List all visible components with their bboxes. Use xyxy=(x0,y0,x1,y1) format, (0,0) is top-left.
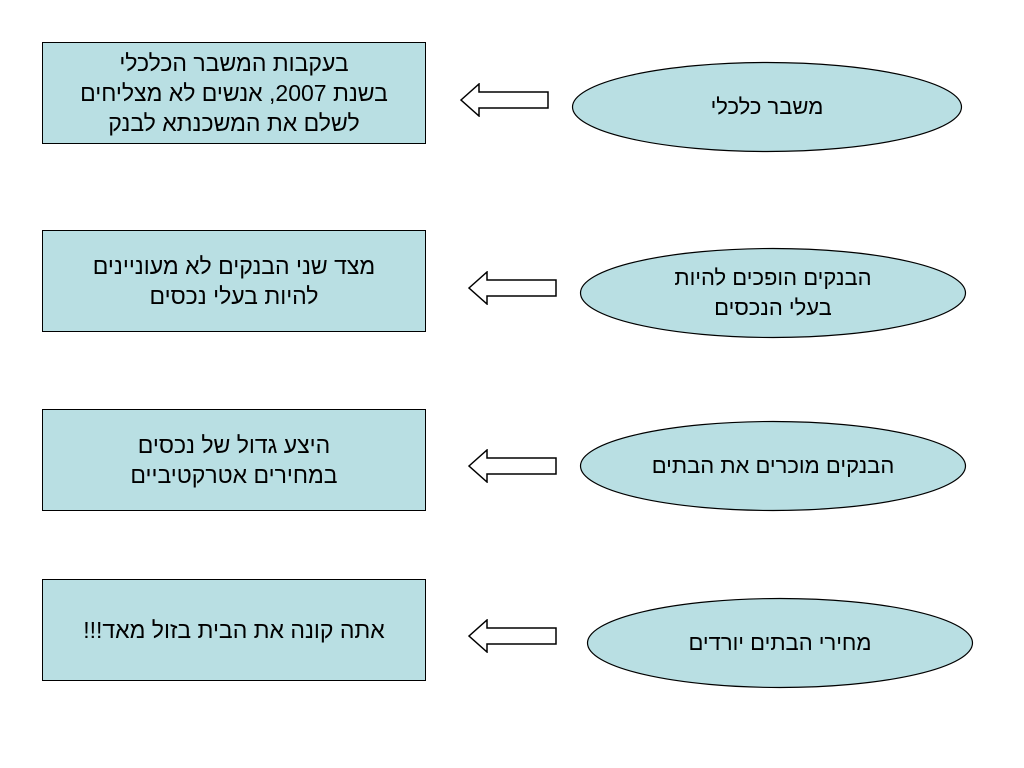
left-arrow-icon xyxy=(468,449,557,483)
cause-text: הבנקים הופכים להיות בעלי הנכסים xyxy=(674,265,872,320)
effect-text: היצע גדול של נכסים במחירים אטרקטיביים xyxy=(130,432,338,488)
effect-text: מצד שני הבנקים לא מעוניינים להיות בעלי נ… xyxy=(92,253,376,309)
ellipse-shape xyxy=(586,597,974,689)
effect-box: בעקבות המשבר הכלכלי בשנת 2007, אנשים לא … xyxy=(42,42,426,144)
cause-text: משבר כלכלי xyxy=(710,94,824,119)
cause-ellipse: הבנקים הופכים להיות בעלי הנכסים xyxy=(579,247,967,339)
left-arrow-icon xyxy=(460,83,549,117)
cause-text: מחירי הבתים יורדים xyxy=(688,630,872,655)
cause-ellipse: מחירי הבתים יורדים xyxy=(586,597,974,689)
effect-box: היצע גדול של נכסים במחירים אטרקטיביים xyxy=(42,409,426,511)
effect-text: בעקבות המשבר הכלכלי בשנת 2007, אנשים לא … xyxy=(80,50,388,136)
ellipse-shape xyxy=(579,420,967,512)
effect-box: מצד שני הבנקים לא מעוניינים להיות בעלי נ… xyxy=(42,230,426,332)
left-arrow-icon xyxy=(468,271,557,305)
ellipse-shape xyxy=(571,61,963,153)
cause-text: הבנקים מוכרים את הבתים xyxy=(651,453,895,478)
cause-ellipse: משבר כלכלי xyxy=(571,61,963,153)
effect-text: אתה קונה את הבית בזול מאד!!! xyxy=(83,617,385,643)
ellipse-shape xyxy=(579,247,967,339)
cause-ellipse: הבנקים מוכרים את הבתים xyxy=(579,420,967,512)
effect-box: אתה קונה את הבית בזול מאד!!! xyxy=(42,579,426,681)
left-arrow-icon xyxy=(468,619,557,653)
